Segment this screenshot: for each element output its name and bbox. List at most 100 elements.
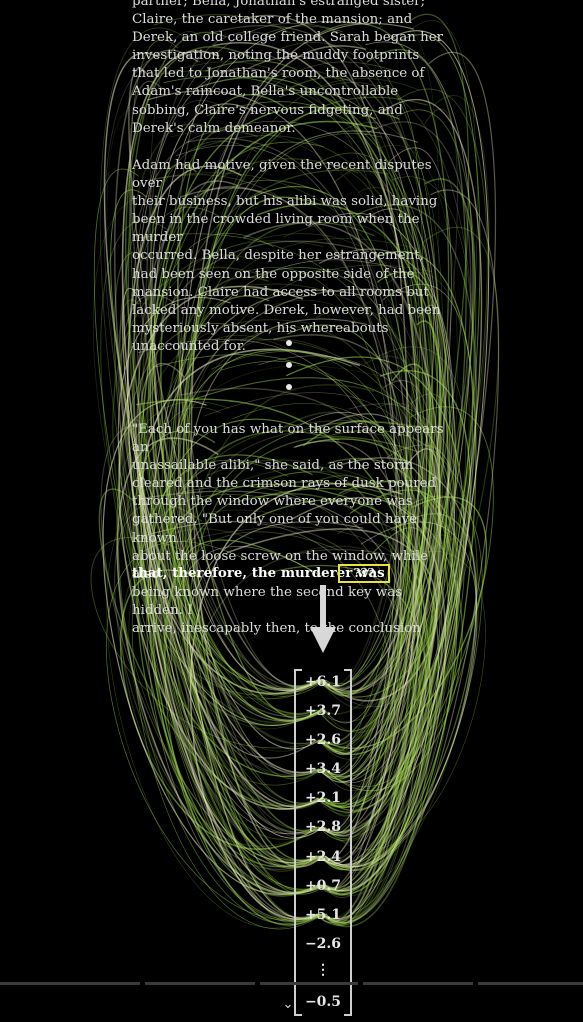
- attention-arc: [147, 141, 325, 833]
- attention-arc: [92, 195, 321, 752]
- attention-arc: [315, 306, 432, 896]
- attention-arc: [199, 283, 446, 745]
- attention-arc: [134, 206, 317, 716]
- attention-arc: [321, 251, 477, 924]
- vector-value: −0.5: [304, 994, 342, 1011]
- attention-arc: [322, 496, 488, 749]
- attention-arc: [321, 187, 434, 921]
- attention-arc: [325, 34, 481, 890]
- attention-arc: [146, 460, 323, 923]
- attention-arc: [320, 271, 451, 870]
- story-paragraph-2: Adam had motive, given the recent disput…: [132, 158, 441, 354]
- attention-arc: [325, 30, 490, 866]
- attention-arc: [121, 528, 318, 847]
- attention-arc: [136, 254, 327, 721]
- attention-arc: [116, 437, 326, 895]
- attention-arc: [321, 165, 417, 687]
- attention-arc: [323, 458, 449, 866]
- ellipsis-dot: [286, 340, 292, 346]
- attention-arc: [145, 31, 318, 831]
- attention-arc: [234, 201, 406, 774]
- vector-value: +5.1: [304, 906, 342, 923]
- attention-arc: [173, 196, 321, 869]
- attention-arc: [131, 460, 323, 930]
- attention-arc: [133, 67, 322, 920]
- attention-arc: [236, 15, 408, 860]
- vector-value: +2.4: [304, 848, 342, 865]
- attention-arc: [147, 90, 398, 832]
- attention-arc: [317, 144, 458, 919]
- vector-ellipsis: ⋮: [316, 961, 330, 978]
- progress-segment: [260, 982, 358, 985]
- progress-segment: [478, 982, 583, 985]
- attention-arc: [317, 226, 500, 778]
- attention-arc: [290, 497, 447, 892]
- attention-arc: [123, 123, 327, 923]
- attention-arc: [115, 401, 324, 863]
- attention-arc: [136, 398, 431, 895]
- attention-arc: [313, 23, 450, 744]
- vector-value: −2.6: [304, 935, 342, 952]
- attention-arc: [322, 538, 480, 896]
- attention-arc: [153, 14, 428, 804]
- attention-arc: [106, 479, 320, 929]
- attention-arc: [118, 285, 323, 810]
- attention-arc: [239, 326, 420, 895]
- attention-arc: [195, 377, 456, 698]
- attention-arc: [151, 106, 377, 722]
- vector-value: +3.4: [304, 761, 342, 778]
- attention-arc: [187, 318, 368, 690]
- attention-arc: [160, 125, 325, 920]
- output-vector: +6.1+3.7+2.6+3.4+2.1+2.8+2.4+0.7+5.1−2.6…: [294, 669, 352, 1016]
- attention-arc: [323, 178, 476, 694]
- attention-arc: [193, 134, 434, 694]
- attention-arc: [121, 50, 324, 808]
- attention-arc: [99, 27, 324, 861]
- attention-arc: [317, 109, 477, 890]
- attention-arc: [320, 481, 459, 837]
- attention-arc: [177, 539, 322, 690]
- attention-arc: [148, 418, 320, 895]
- attention-arc: [316, 402, 440, 815]
- story-paragraph-1: partner; Bella, Jonathan's estranged sis…: [132, 0, 444, 136]
- attention-arc: [226, 528, 438, 702]
- attention-arc: [90, 536, 325, 749]
- attention-arc: [245, 186, 412, 835]
- attention-arc: [178, 486, 416, 926]
- attention-arc: [276, 545, 413, 709]
- attention-arc: [205, 60, 424, 925]
- attention-arc: [137, 454, 318, 867]
- attention-arc: [183, 196, 327, 895]
- attention-arc: [321, 189, 499, 924]
- progress-bar: [0, 982, 583, 986]
- attention-arc: [122, 288, 324, 839]
- attention-arc: [320, 495, 483, 872]
- attention-arc: [151, 103, 320, 750]
- attention-arc: [100, 220, 320, 840]
- attention-arc: [160, 179, 325, 687]
- attention-arc: [323, 355, 441, 843]
- attention-arc: [321, 403, 466, 834]
- attention-arc: [318, 208, 434, 688]
- attention-arc: [106, 541, 326, 921]
- attention-arc: [302, 420, 410, 697]
- attention-arc: [257, 488, 463, 792]
- attention-arc: [119, 299, 325, 810]
- attention-arc: [164, 421, 436, 921]
- attention-arc: [183, 130, 419, 775]
- vector-value: +6.1: [304, 674, 342, 690]
- attention-arc: [103, 53, 320, 744]
- final-sentence: that, therefore, the murderer was: [132, 565, 385, 581]
- attention-arc: [321, 86, 423, 752]
- attention-arc: [189, 483, 403, 920]
- attention-arc: [318, 176, 474, 841]
- attention-arc: [138, 363, 318, 864]
- attention-arc: [98, 488, 322, 807]
- vector-value: +0.7: [304, 877, 342, 894]
- attention-arc: [149, 289, 364, 867]
- attention-arc: [163, 75, 424, 687]
- chevron-down-icon[interactable]: ⌄: [282, 997, 294, 1012]
- progress-segment: [363, 982, 473, 985]
- progress-segment: [145, 982, 255, 985]
- attention-arc: [266, 564, 427, 811]
